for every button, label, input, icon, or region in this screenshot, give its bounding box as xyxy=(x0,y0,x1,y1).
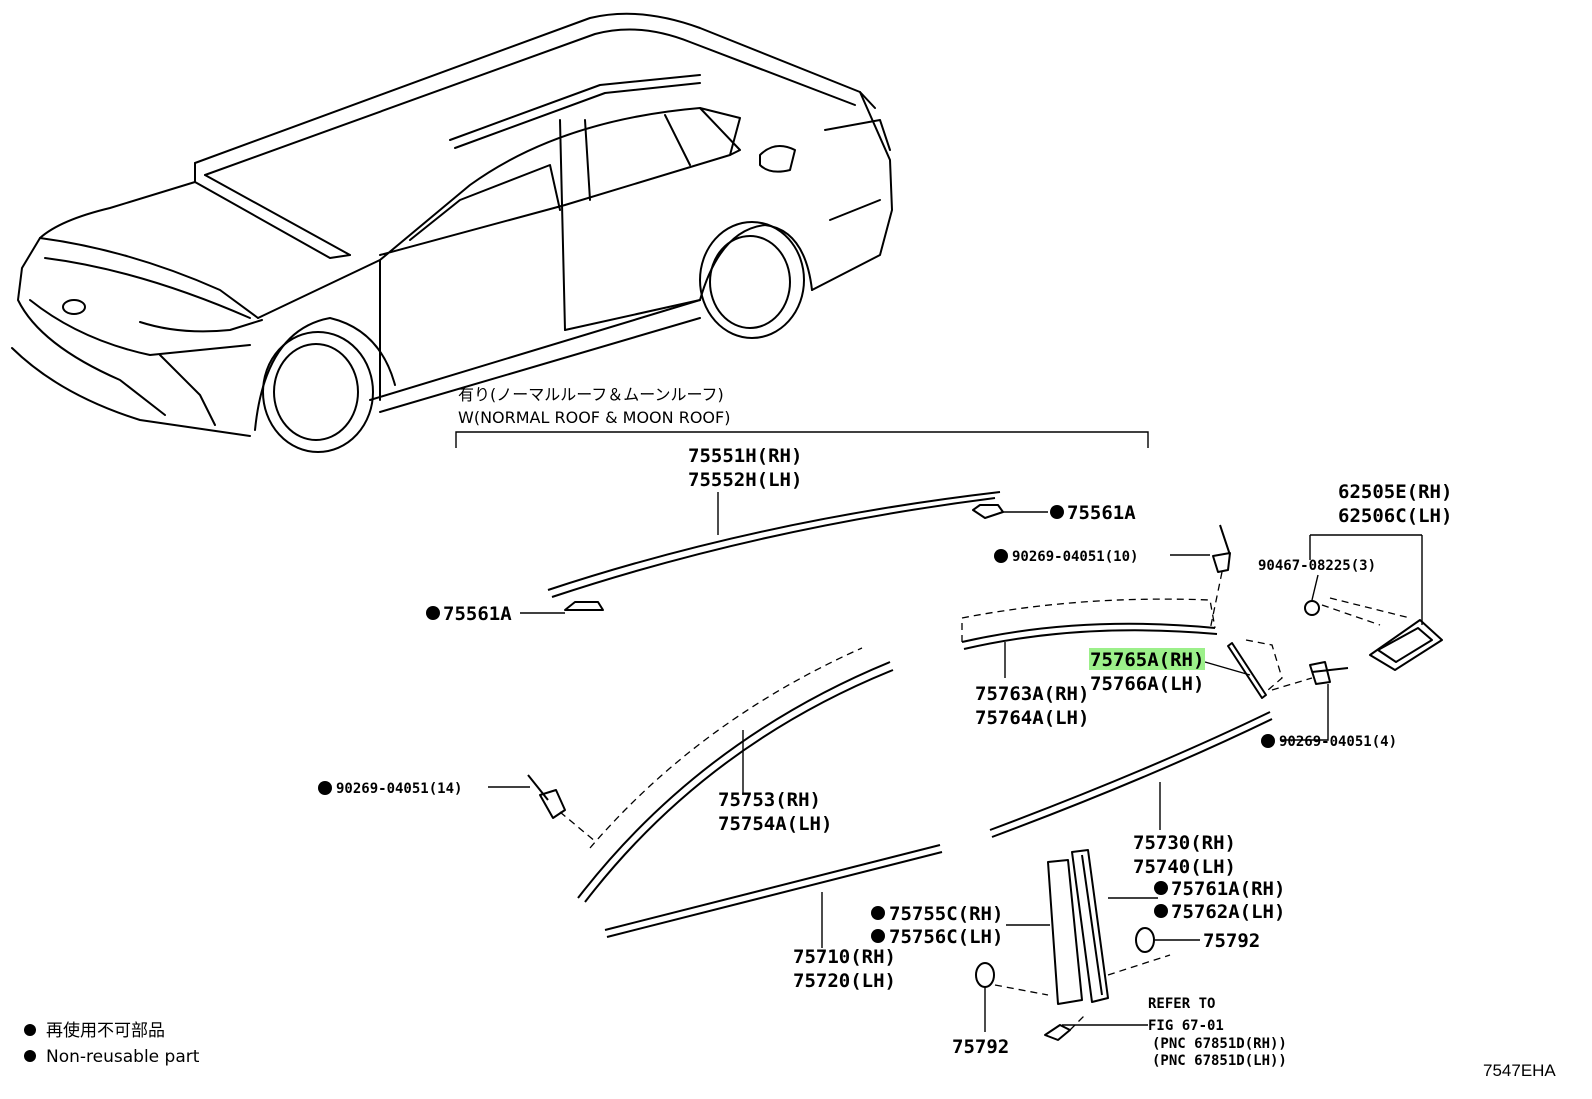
label-75764a-lh: 75764A(LH) xyxy=(975,707,1089,729)
label-75710-rh: 75710(RH) xyxy=(793,946,896,968)
highlight-75765a xyxy=(1089,648,1205,670)
label-75763a-rh: 75763A(RH) xyxy=(975,683,1089,705)
label-90269-04051-4: 90269-04051(4) xyxy=(1279,734,1397,750)
label-90269-04051-10: 90269-04051(10) xyxy=(1012,549,1138,565)
legend-jp: 再使用不可部品 xyxy=(46,1020,165,1041)
condition-jp: 有り(ノーマルルーフ＆ムーンルーフ) xyxy=(458,385,724,404)
non-reusable-dot xyxy=(1154,904,1168,918)
label-75762a-lh: 75762A(LH) xyxy=(1171,901,1285,923)
legend: 再使用不可部品 Non-reusable part xyxy=(24,1020,200,1067)
label-75766a-lh: 75766A(LH) xyxy=(1090,673,1204,695)
non-reusable-dot xyxy=(871,906,885,920)
label-75765a-rh: 75765A(RH) xyxy=(1090,649,1204,671)
legend-en: Non-reusable part xyxy=(46,1047,200,1067)
label-75552h-lh: 75552H(LH) xyxy=(688,469,802,491)
label-75792-bottom: 75792 xyxy=(952,1036,1009,1058)
refer-line-3: (PNC 67851D(RH)) xyxy=(1152,1036,1287,1052)
non-reusable-dot xyxy=(318,781,332,795)
car-illustration xyxy=(11,12,893,453)
label-75561a-right: 75561A xyxy=(1067,502,1136,524)
condition-bracket xyxy=(455,431,1149,448)
refer-line-1: REFER TO xyxy=(1148,996,1215,1012)
legend-dot xyxy=(24,1050,36,1062)
leader-lines xyxy=(488,492,1423,1032)
legend-dot xyxy=(24,1024,36,1036)
label-75740-lh: 75740(LH) xyxy=(1133,856,1236,878)
label-75792-right: 75792 xyxy=(1203,930,1260,952)
label-62505e-rh: 62505E(RH) xyxy=(1338,481,1452,503)
label-90467-08225: 90467-08225(3) xyxy=(1258,558,1376,574)
label-75720-lh: 75720(LH) xyxy=(793,970,896,992)
non-reusable-dot xyxy=(994,549,1008,563)
label-75754a-lh: 75754A(LH) xyxy=(718,813,832,835)
label-75561a-left: 75561A xyxy=(443,603,512,625)
non-reusable-dot xyxy=(1050,505,1064,519)
label-75756c-lh: 75756C(LH) xyxy=(889,926,1003,948)
label-90269-04051-14: 90269-04051(14) xyxy=(336,781,462,797)
parts-drawings xyxy=(527,491,1443,1041)
label-75761a-rh: 75761A(RH) xyxy=(1171,878,1285,900)
label-62506c-lh: 62506C(LH) xyxy=(1338,505,1452,527)
non-reusable-dot xyxy=(871,929,885,943)
condition-en: W(NORMAL ROOF & MOON ROOF) xyxy=(458,408,730,427)
refer-line-4: (PNC 67851D(LH)) xyxy=(1152,1053,1287,1069)
label-75755c-rh: 75755C(RH) xyxy=(889,903,1003,925)
label-75730-rh: 75730(RH) xyxy=(1133,832,1236,854)
label-75551h-rh: 75551H(RH) xyxy=(688,445,802,467)
non-reusable-dot xyxy=(1154,881,1168,895)
non-reusable-dot xyxy=(1261,734,1275,748)
label-75753-rh: 75753(RH) xyxy=(718,789,821,811)
figure-code: 7547EHA xyxy=(1483,1061,1556,1080)
non-reusable-dot xyxy=(426,606,440,620)
refer-line-2: FIG 67-01 xyxy=(1148,1018,1224,1034)
